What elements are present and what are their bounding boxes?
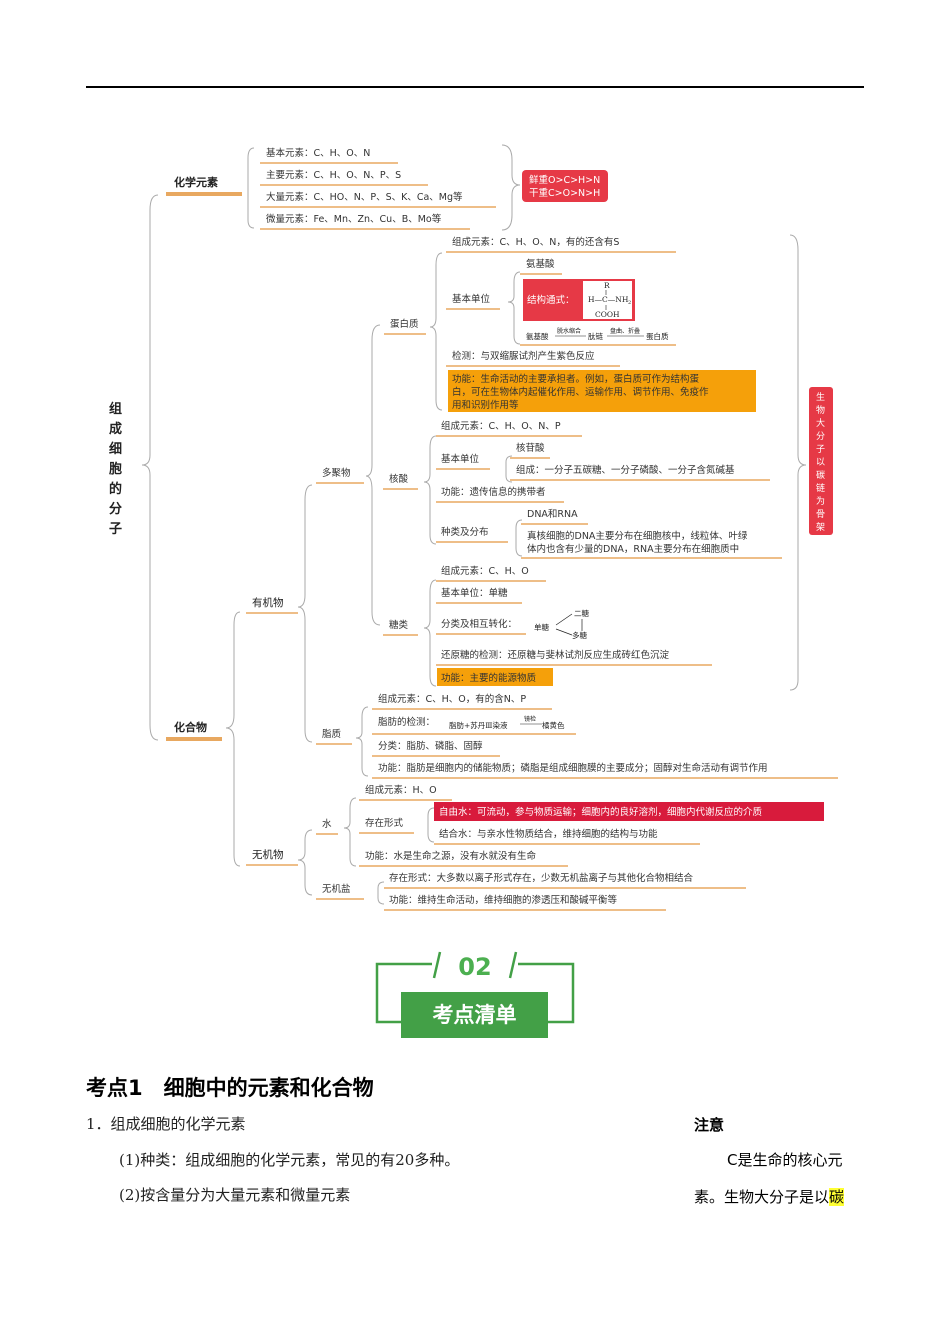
polymer-label: 多聚物 (322, 467, 351, 479)
water-func: 功能：水是生命之源，没有水就没有生命 (365, 850, 537, 862)
salt-form: 存在形式：大多数以离子形式存在，少数无机盐离子与其他化合物相结合 (389, 872, 694, 884)
protein-func-line: 用和识别作用等 (452, 399, 519, 411)
fresh-weight-note: 鲜重O>C>H>N (529, 174, 600, 186)
protein-elements: 组成元素：C、H、O、N，有的还含有S (452, 236, 619, 248)
chain-c: 肽链 (588, 331, 603, 341)
water-label: 水 (322, 818, 332, 830)
compound-label: 化合物 (174, 720, 207, 734)
chem-label: 化学元素 (174, 175, 218, 189)
side-note-text: 生物大分子以碳链为骨架 (816, 391, 825, 533)
note-title: 注意 (694, 1116, 725, 1134)
formula-mid: H—C—NH (588, 295, 629, 304)
sugar-conv: 分类及相互转化： (441, 618, 517, 630)
protein-func-line: 白，可在生物体内起催化作用、运输作用、调节作用、免疫作 (452, 386, 709, 398)
chem-item: 基本元素：C、H、O、N (266, 147, 370, 159)
dna-rna: DNA和RNA (527, 509, 578, 520)
protein-func-line: 功能：生命活动的主要承担者。例如，蛋白质可作为结构蛋 (452, 373, 700, 385)
nucleic-dist-line: 真核细胞的DNA主要分布在细胞核中，线粒体、叶绿 (527, 530, 748, 542)
salt-func: 功能：维持生命活动，维持细胞的渗透压和酸碱平衡等 (389, 894, 618, 906)
free-water: 自由水：可流动，参与物质运输；细胞内的良好溶剂，细胞内代谢反应的介质 (439, 806, 763, 818)
sugar-unit: 基本单位：单糖 (441, 587, 508, 599)
nucleic-label: 核酸 (389, 473, 409, 485)
note-line: 素。生物大分子是以碳 (694, 1188, 845, 1206)
section-badge-frame (375, 951, 575, 1024)
nucleic-unit: 基本单位 (441, 453, 480, 465)
paragraph-2: (1)种类：组成细胞的化学元素，常见的有20多种。 (119, 1151, 460, 1169)
svg-text:组成细胞的分子: 组成细胞的分子 (108, 401, 122, 537)
exam-point-title: 考点1 细胞中的元素和化合物 (86, 1076, 374, 1100)
protein-unit: 基本单位 (452, 293, 491, 305)
salt-label: 无机盐 (322, 883, 351, 895)
lipid-kinds: 分类：脂肪、磷脂、固醇 (378, 740, 483, 752)
paragraph-1: 1．组成细胞的化学元素 (86, 1115, 246, 1133)
poly-sugar: 多糖 (572, 630, 587, 640)
protein-func-box (448, 370, 756, 412)
chem-item: 微量元素：Fe、Mn、Zn、Cu、B、Mo等 (266, 213, 442, 225)
chem-item: 大量元素：C、HO、N、P、S、K、Ca、Mg等 (266, 191, 463, 203)
chain-b: 脱水缩合 (557, 327, 581, 335)
lipid-test-c: 橘黄色 (542, 720, 565, 730)
mind-map: 组成细胞的分子 化学元素 基本元素：C、H、O、N 主要元素：C、H、O、N、P… (108, 144, 838, 911)
lipid-label: 脂质 (322, 728, 342, 740)
header-rule (86, 86, 864, 88)
water-elements: 组成元素：H、O (365, 784, 437, 796)
lipid-func: 功能：脂肪是细胞内的储能物质；磷脂是组成细胞膜的主要成分；固醇对生命活动有调节作… (378, 762, 768, 774)
mono-sugar: 单糖 (534, 622, 549, 632)
nucleic-dist-line: 体内也含有少量的DNA，RNA主要分布在细胞质中 (527, 543, 739, 555)
side-note-box (809, 387, 833, 535)
sugar-test: 还原糖的检测：还原糖与斐林试剂反应生成砖红色沉淀 (441, 649, 670, 661)
nucleotide-compose: 组成：一分子五碳糖、一分子磷酸、一分子含氮碱基 (516, 464, 735, 476)
protein-label: 蛋白质 (390, 318, 419, 330)
formula-sub: 2 (628, 300, 631, 306)
sugar-label: 糖类 (389, 619, 409, 631)
bound-water: 结合水：与亲水性物质结合，维持细胞的结构与功能 (439, 828, 658, 840)
formula-label: 结构通式： (527, 294, 575, 306)
di-sugar: 二糖 (574, 608, 589, 618)
lipid-test-label: 脂肪的检测： (378, 716, 435, 728)
lipid-test-a: 脂肪+苏丹Ⅲ染液 (449, 720, 508, 730)
organic-label: 有机物 (252, 596, 284, 609)
protein-test: 检测：与双缩脲试剂产生紫色反应 (452, 350, 595, 362)
chain-d: 盘曲、折叠 (610, 327, 640, 335)
chem-item: 主要元素：C、H、O、N、P、S (266, 169, 401, 181)
formula-r: R (604, 281, 610, 290)
chain-e: 蛋白质 (646, 331, 669, 341)
side-note: 生物大分子以碳链为骨架 (816, 391, 825, 533)
chain-a: 氨基酸 (526, 331, 549, 341)
lipid-test-b: 镜检 (524, 715, 536, 723)
amino-acid: 氨基酸 (526, 258, 555, 270)
water-form: 存在形式 (365, 817, 404, 829)
inorganic-label: 无机物 (252, 848, 284, 861)
sugar-func: 功能：主要的能源物质 (441, 672, 537, 684)
free-water-box (434, 802, 824, 821)
section-title: 考点清单 (401, 992, 548, 1038)
section-number: 02 (458, 953, 492, 981)
lipid-elements: 组成元素：C、H、O，有的含N、P (378, 693, 526, 705)
nucleic-kind: 种类及分布 (441, 526, 489, 538)
nucleotide: 核苷酸 (516, 442, 545, 454)
paragraph-3: (2)按含量分为大量元素和微量元素 (119, 1186, 351, 1204)
sugar-elements: 组成元素：C、H、O (441, 565, 529, 577)
nucleic-elements: 组成元素：C、H、O、N、P (441, 420, 561, 432)
root-label: 组成细胞的分子 (108, 401, 122, 537)
nucleic-func: 功能：遗传信息的携带者 (441, 486, 546, 498)
chem-note-box (522, 170, 608, 202)
sugar-func-box (437, 668, 553, 686)
note-line: C是生命的核心元 (727, 1151, 843, 1169)
dry-weight-note: 干重C>O>N>H (529, 187, 600, 199)
formula-cooh: COOH (595, 310, 620, 319)
